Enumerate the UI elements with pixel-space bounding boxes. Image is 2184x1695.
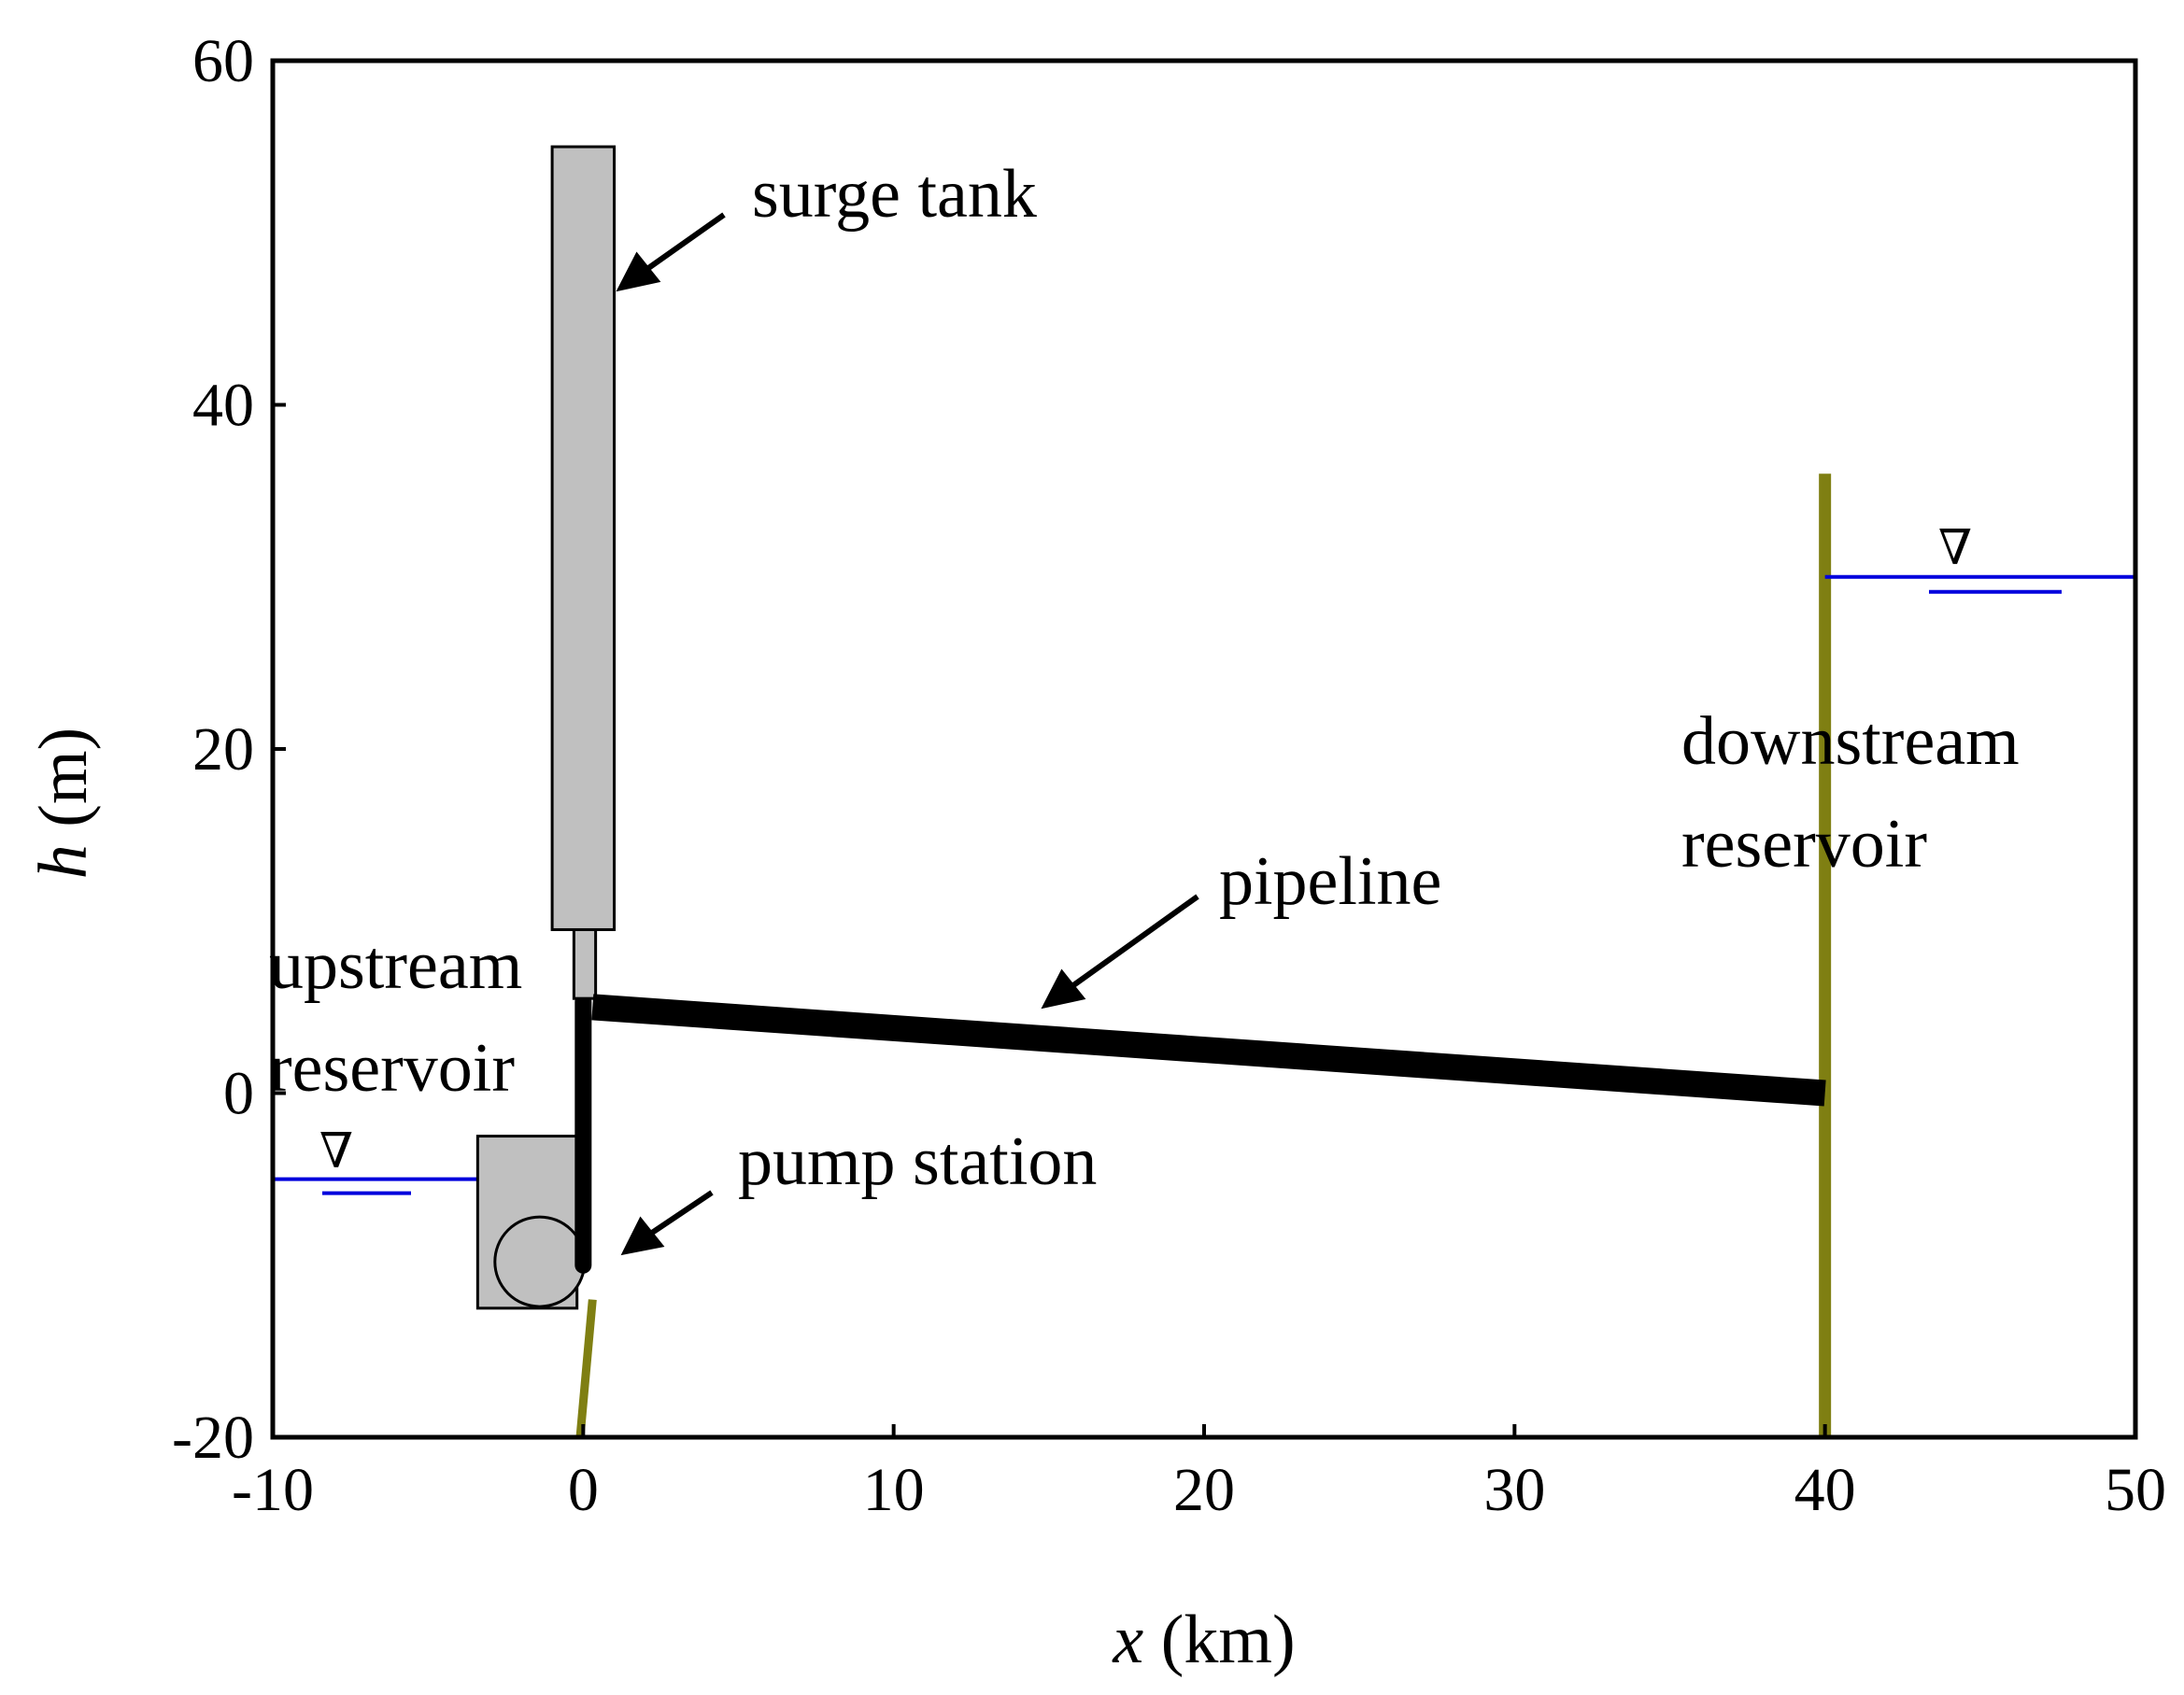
surge-tank-neck bbox=[572, 927, 598, 1000]
x-tick-label: 50 bbox=[2105, 1456, 2166, 1524]
x-tick-label: 40 bbox=[1794, 1456, 1856, 1524]
arrow-pump-station bbox=[620, 1190, 714, 1256]
x-axis-ticks: -10 0 10 20 30 40 50 bbox=[232, 1424, 2166, 1524]
annotation-arrows bbox=[616, 212, 1199, 1256]
surge-tank-body bbox=[550, 145, 617, 931]
y-tick-label: -20 bbox=[172, 1404, 254, 1472]
label-surge-tank: surge tank bbox=[752, 156, 1037, 233]
x-tick-label: -10 bbox=[232, 1456, 314, 1524]
x-axis-label-variable: x bbox=[1112, 1602, 1143, 1678]
y-tick-label: 0 bbox=[223, 1060, 254, 1128]
label-upstream-reservoir-line2: reservoir bbox=[269, 1030, 515, 1107]
x-axis-label-unit: (km) bbox=[1143, 1602, 1295, 1678]
x-tick-label: 0 bbox=[568, 1456, 599, 1524]
x-tick-label: 20 bbox=[1173, 1456, 1235, 1524]
y-tick-label: 40 bbox=[192, 372, 254, 440]
pump-circle bbox=[493, 1215, 587, 1308]
arrow-pipeline bbox=[1041, 894, 1199, 1010]
upstream-water-symbol: ∇ bbox=[319, 1125, 353, 1179]
y-axis-label-variable: h bbox=[25, 844, 102, 879]
y-tick-label: 20 bbox=[192, 715, 254, 784]
label-downstream-reservoir-line2: reservoir bbox=[1681, 806, 1927, 883]
main-pipeline bbox=[591, 994, 1826, 1107]
y-axis-ticks: -20 0 20 40 60 bbox=[172, 27, 286, 1472]
x-tick-label: 10 bbox=[863, 1456, 925, 1524]
y-axis-label: h (m) bbox=[25, 727, 102, 879]
upstream-ground-line bbox=[575, 1299, 597, 1438]
system-components bbox=[273, 145, 2135, 1438]
y-axis-label-unit: (m) bbox=[25, 727, 102, 844]
label-pump-station: pump station bbox=[738, 1123, 1097, 1200]
label-upstream-reservoir-line1: upstream bbox=[269, 927, 522, 1004]
y-tick-label: 60 bbox=[192, 27, 254, 95]
downstream-water-symbol: ∇ bbox=[1938, 522, 1972, 575]
label-downstream-reservoir-line1: downstream bbox=[1681, 703, 2020, 780]
arrow-surge-tank bbox=[616, 212, 726, 292]
label-pipeline: pipeline bbox=[1219, 843, 1441, 920]
x-axis-label: x (km) bbox=[1112, 1602, 1295, 1678]
x-tick-label: 30 bbox=[1483, 1456, 1545, 1524]
